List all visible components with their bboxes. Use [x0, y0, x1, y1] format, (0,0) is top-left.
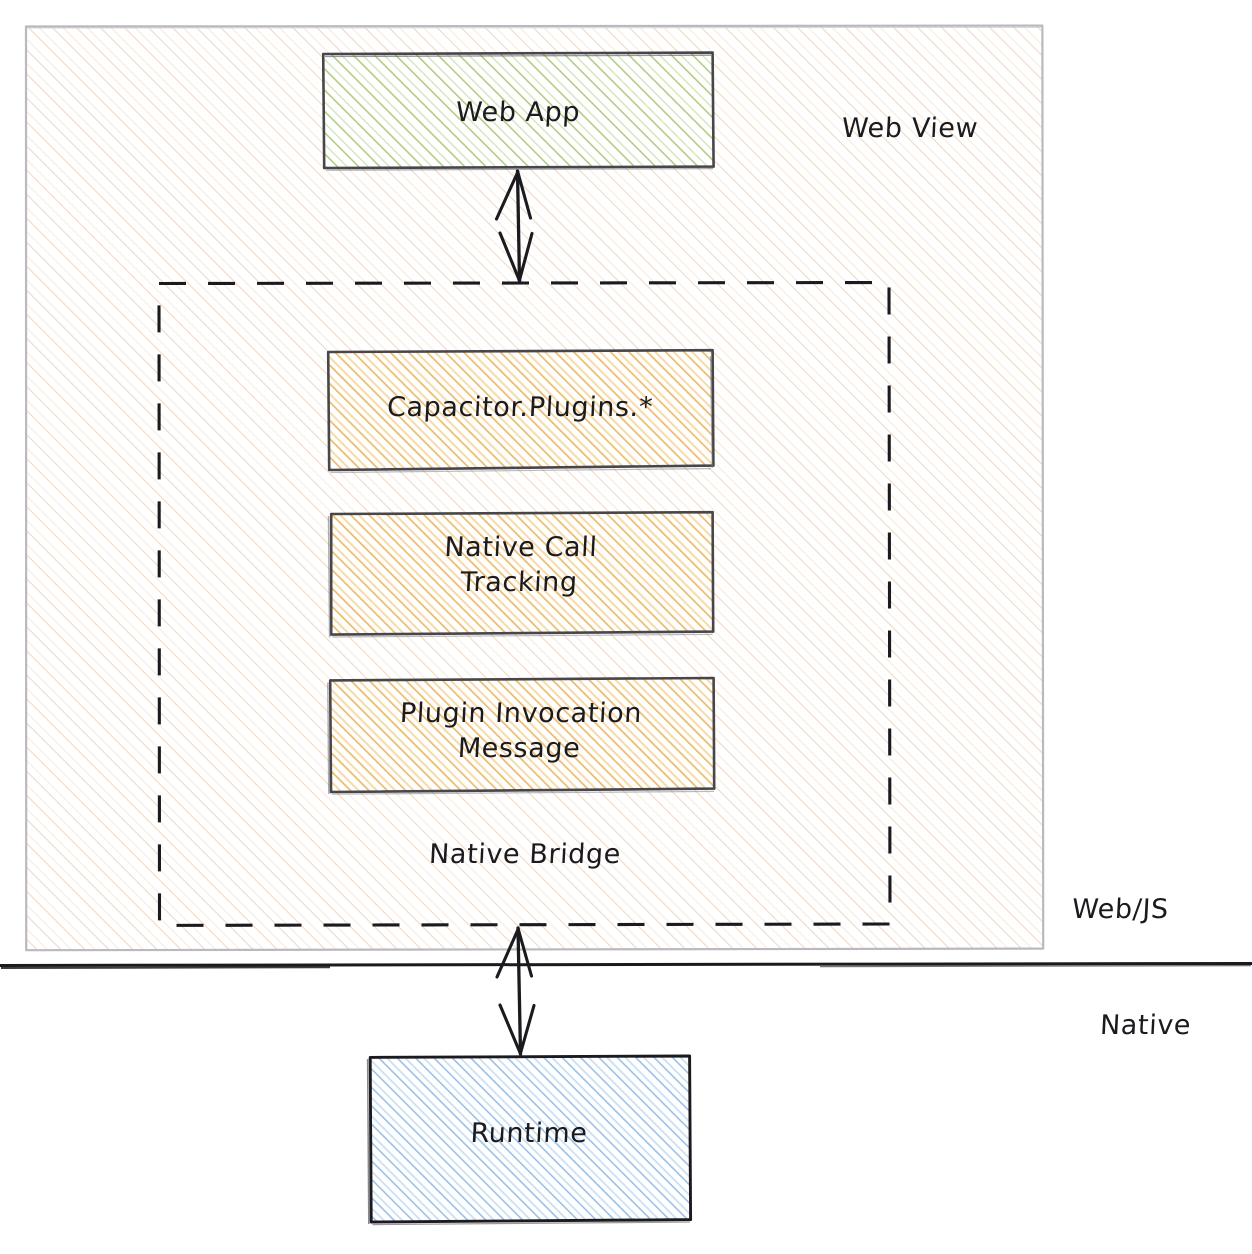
- arrow-webapp-bridge: [494, 169, 534, 283]
- web-native-divider: [0, 962, 1252, 969]
- native-bridge-container: [157, 280, 892, 927]
- plugin-invocation-message-box[interactable]: [327, 676, 716, 795]
- web-view-container: [24, 24, 1045, 952]
- web-app-box[interactable]: [321, 51, 715, 171]
- capacitor-plugins-box[interactable]: [326, 348, 715, 474]
- runtime-box[interactable]: [366, 1054, 693, 1226]
- native-call-tracking-box[interactable]: [327, 510, 715, 638]
- arrow-bridge-runtime: [495, 926, 536, 1056]
